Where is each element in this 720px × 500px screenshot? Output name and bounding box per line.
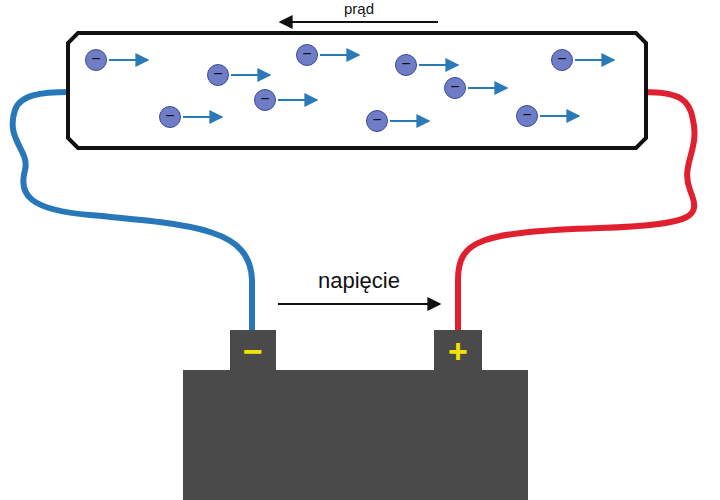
electron: − [516,105,538,127]
drift-arrow [320,54,359,56]
battery-terminal: + [434,330,482,372]
electron: − [296,44,318,66]
charge-sign: − [213,66,222,82]
electron: − [395,54,417,76]
electron: − [159,106,181,128]
electron: − [254,89,276,111]
drift-arrow [468,87,507,89]
drift-arrow [575,59,614,61]
current-label: prąd [344,0,374,17]
charge-sign: − [557,51,566,67]
drift-arrow [231,74,270,76]
charge-sign: − [91,51,100,67]
drift-arrow [390,120,429,122]
drift-arrow [419,64,458,66]
charge-sign: − [302,46,311,62]
charge-sign: − [450,79,459,95]
drift-arrow [109,59,148,61]
terminal-sign: − [243,334,263,368]
terminal-sign: + [448,334,468,368]
voltage-label: napięcie [318,268,400,294]
electron: − [207,64,229,86]
charge-sign: − [522,107,531,123]
battery-body [183,370,528,500]
charge-sign: − [372,112,381,128]
battery-terminal: − [230,330,276,372]
drift-arrow [183,116,222,118]
current-arrow [280,21,438,23]
voltage-arrow [278,303,440,305]
drift-arrow [540,115,579,117]
drift-arrow [278,99,317,101]
electron: − [551,49,573,71]
charge-sign: − [165,108,174,124]
charge-sign: − [401,56,410,72]
electron: − [444,77,466,99]
charge-sign: − [260,91,269,107]
electron: − [366,110,388,132]
electron: − [85,49,107,71]
conductor [68,33,646,148]
